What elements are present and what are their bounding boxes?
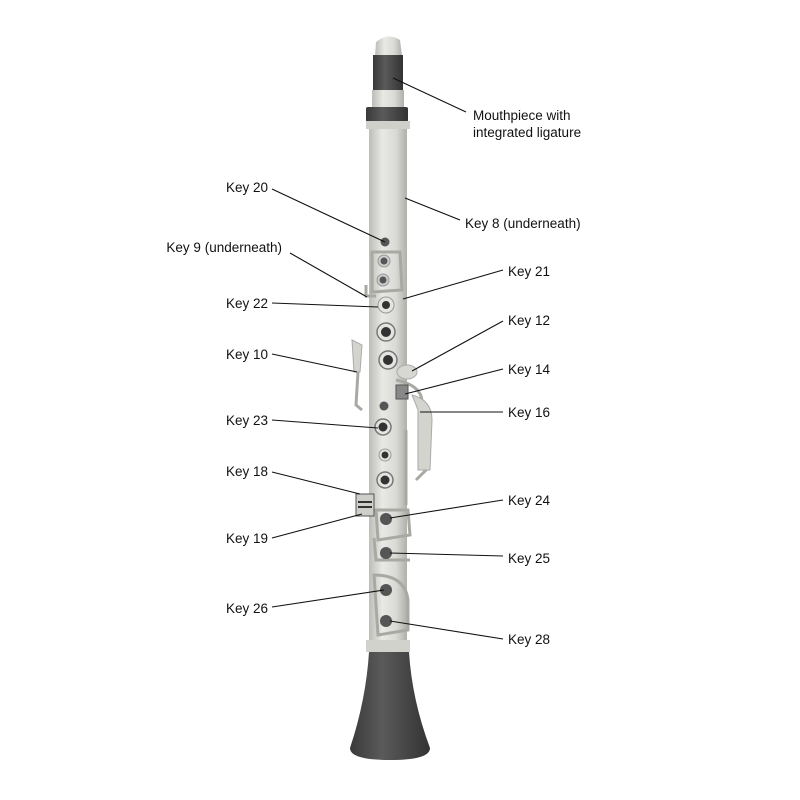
- label-key-18: Key 18: [226, 464, 268, 479]
- mouthpiece-tip: [375, 36, 402, 56]
- key-14-roller: [395, 384, 409, 400]
- label-key-10: Key 10: [226, 347, 268, 362]
- label-key-16: Key 16: [508, 405, 550, 420]
- label-key-9: Key 9 (underneath): [166, 240, 282, 255]
- label-key-19: Key 19: [226, 531, 268, 546]
- label-key-24: Key 24: [508, 493, 551, 508]
- leader-lines: [271, 77, 504, 640]
- label-key-20: Key 20: [226, 180, 268, 195]
- mouthpiece-neck: [372, 90, 404, 108]
- bell: [350, 652, 430, 760]
- key-12-touch: [396, 364, 418, 380]
- ligature-band: [373, 55, 403, 90]
- bell-ring: [366, 640, 410, 652]
- label-key-8: Key 8 (underneath): [465, 216, 581, 231]
- clarinet: [350, 36, 433, 760]
- label-mouthpiece: Mouthpiece with: [473, 108, 571, 123]
- label-key-28: Key 28: [508, 632, 550, 647]
- body-ridge: [366, 121, 410, 129]
- key-18-19-plate: [355, 493, 375, 517]
- label-key-25: Key 25: [508, 551, 550, 566]
- label-key-12: Key 12: [508, 313, 550, 328]
- key-10-lever: [351, 339, 363, 373]
- label-key-26: Key 26: [226, 601, 268, 616]
- label-key-21: Key 21: [508, 264, 550, 279]
- label-key-14: Key 14: [508, 362, 551, 377]
- label-key-22: Key 22: [226, 296, 268, 311]
- mouthpiece-ring: [366, 107, 408, 122]
- label-mouthpiece-2: integrated ligature: [473, 125, 581, 140]
- label-key-23: Key 23: [226, 413, 268, 428]
- callout-labels: Mouthpiece with integrated ligature Key …: [166, 108, 581, 647]
- key-16-lever: [411, 394, 433, 471]
- tone-holes: [374, 237, 398, 627]
